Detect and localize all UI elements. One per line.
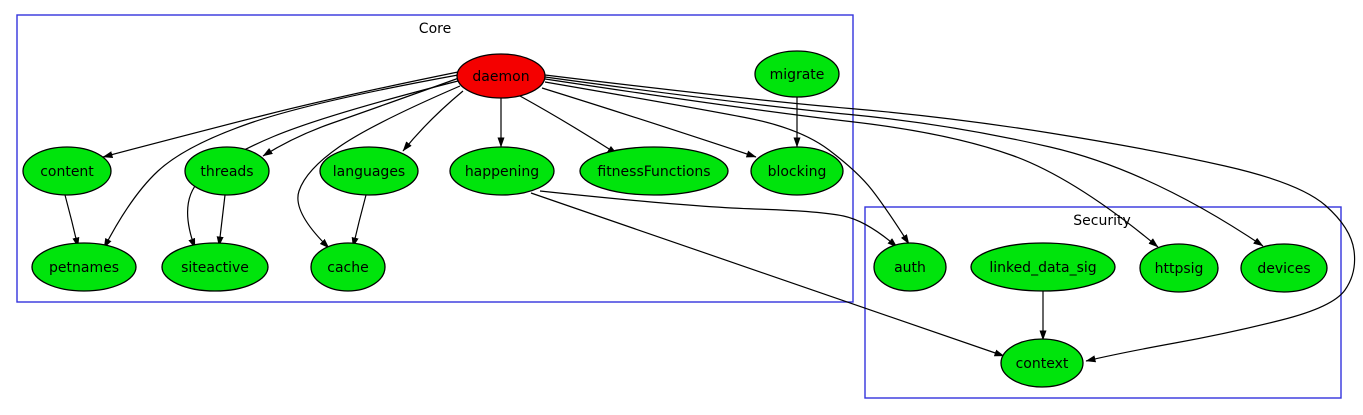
- edge-daemon-siteactive: [186, 80, 459, 249]
- node-httpsig: httpsig: [1139, 243, 1219, 293]
- edge-daemon-blocking: [541, 87, 757, 158]
- edge-happening-context: [530, 192, 1005, 357]
- edge-daemon-threads: [262, 77, 460, 157]
- node-context: context: [1000, 338, 1084, 388]
- node-happening-label: happening: [465, 164, 539, 180]
- node-auth-shape: [873, 242, 947, 292]
- node-content-shape: [22, 146, 112, 196]
- node-petnames-label: petnames: [49, 260, 119, 276]
- node-blocking-label: blocking: [768, 164, 827, 180]
- node-fitnessFunctions-label: fitnessFunctions: [597, 164, 710, 180]
- node-fitnessFunctions-shape: [579, 146, 729, 196]
- node-content-label: content: [40, 164, 94, 180]
- edge-daemon-petnames: [103, 74, 459, 249]
- edge-threads-siteactive: [216, 194, 226, 247]
- edges-layer: [64, 71, 1356, 363]
- cluster-core-label: Core: [419, 21, 451, 37]
- edge-daemon-fitnessFunctions: [519, 95, 618, 155]
- node-migrate-shape: [754, 50, 840, 98]
- cluster-security: [864, 206, 1342, 399]
- node-httpsig-label: httpsig: [1155, 261, 1204, 277]
- edge-daemon-devices: [544, 76, 1264, 247]
- node-cache-shape: [310, 242, 386, 292]
- node-migrate: migrate: [754, 50, 840, 98]
- node-auth-label: auth: [894, 260, 926, 276]
- node-cache-label: cache: [327, 260, 368, 276]
- node-daemon: daemon: [456, 53, 546, 99]
- node-devices: devices: [1240, 243, 1328, 293]
- node-languages: languages: [319, 146, 419, 196]
- node-cache: cache: [310, 242, 386, 292]
- cluster-core: [16, 14, 854, 303]
- node-threads-shape: [184, 146, 270, 196]
- node-linked_data_sig: linked_data_sig: [970, 242, 1116, 292]
- edge-daemon-auth: [544, 81, 910, 245]
- cluster-security-label: Security: [1073, 213, 1131, 229]
- node-happening-shape: [449, 146, 555, 196]
- node-languages-label: languages: [333, 164, 405, 180]
- node-siteactive: siteactive: [161, 242, 269, 292]
- node-siteactive-shape: [161, 242, 269, 292]
- edge-languages-cache: [351, 194, 367, 248]
- node-linked_data_sig-label: linked_data_sig: [989, 260, 1096, 276]
- node-happening: happening: [449, 146, 555, 196]
- node-languages-shape: [319, 146, 419, 196]
- edge-daemon-content: [102, 71, 459, 158]
- node-migrate-label: migrate: [770, 67, 825, 83]
- node-petnames: petnames: [31, 242, 137, 292]
- node-daemon-shape: [456, 53, 546, 99]
- edge-daemon-languages: [402, 90, 464, 152]
- node-content: content: [22, 146, 112, 196]
- node-fitnessFunctions: fitnessFunctions: [579, 146, 729, 196]
- edge-daemon-httpsig: [544, 78, 1159, 248]
- node-threads: threads: [184, 146, 270, 196]
- node-blocking: blocking: [750, 146, 844, 196]
- edge-daemon-context: [544, 74, 1356, 363]
- node-blocking-shape: [750, 146, 844, 196]
- node-devices-label: devices: [1257, 261, 1310, 277]
- node-daemon-label: daemon: [472, 69, 529, 85]
- edge-happening-auth: [539, 190, 898, 248]
- edge-content-petnames: [64, 194, 80, 248]
- node-context-label: context: [1016, 356, 1069, 372]
- nodes-layer: daemon migrate content threads languages happ…: [22, 50, 1328, 388]
- node-devices-shape: [1240, 243, 1328, 293]
- node-auth: auth: [873, 242, 947, 292]
- node-httpsig-shape: [1139, 243, 1219, 293]
- node-threads-label: threads: [200, 164, 253, 180]
- edge-daemon-cache: [297, 85, 461, 249]
- node-siteactive-label: siteactive: [181, 260, 249, 276]
- node-linked_data_sig-shape: [970, 242, 1116, 292]
- node-context-shape: [1000, 338, 1084, 388]
- node-petnames-shape: [31, 242, 137, 292]
